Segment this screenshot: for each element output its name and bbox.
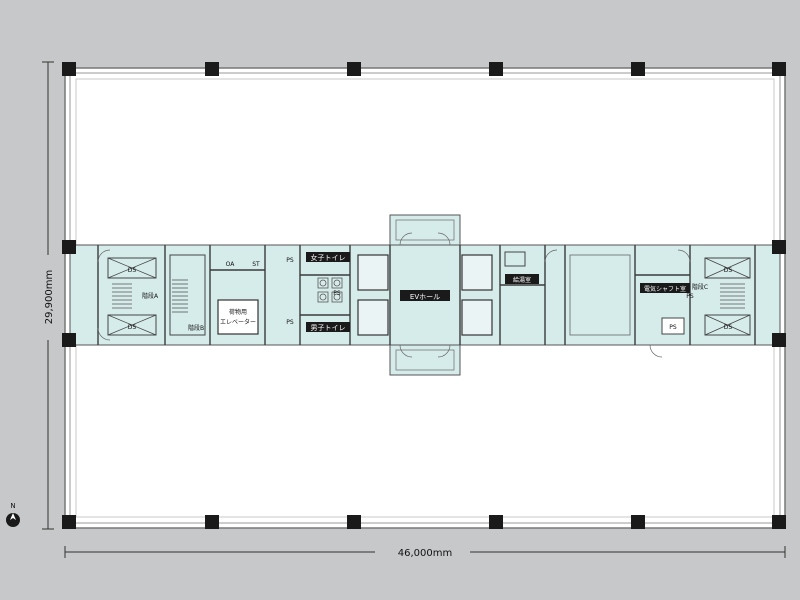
ds-box-2 <box>107 314 157 336</box>
ps-label: PS <box>333 290 341 297</box>
ev-hall-label: EVホール <box>410 293 440 301</box>
width-dimension-label: 46,000mm <box>398 548 452 559</box>
column <box>489 515 503 529</box>
ps-label: PS <box>286 257 294 264</box>
ds-box-3 <box>704 257 751 279</box>
north-arrow-icon <box>6 513 20 527</box>
stair-c-treads <box>720 283 745 309</box>
north-arrow <box>6 513 20 527</box>
ps-label: PS <box>669 324 677 331</box>
freight-elevator-car <box>217 299 259 335</box>
womens-toilet-label: 女子トイレ <box>311 253 346 262</box>
elevator-4 <box>461 299 493 336</box>
ds-label: DS <box>128 324 137 331</box>
stair-b-treads <box>169 254 206 336</box>
column <box>772 62 786 76</box>
ps-box <box>661 317 685 335</box>
ps-label: PS <box>686 293 694 300</box>
ps-label: PS <box>286 319 294 326</box>
mens-toilet-label: 男子トイレ <box>311 324 346 332</box>
elevator-2 <box>357 299 389 336</box>
column <box>347 515 361 529</box>
column <box>62 240 76 254</box>
ev-hall-south-inner <box>395 349 455 371</box>
ev-hall-north-inner <box>395 219 455 241</box>
stair-c-block <box>661 257 751 336</box>
passenger-elevators <box>357 254 493 336</box>
column <box>205 62 219 76</box>
column <box>205 515 219 529</box>
room-labels: DS DS 階段A 階段B OA ST 荷物用 エレベーター PS PS PS … <box>128 257 733 332</box>
ds-label: DS <box>128 267 137 274</box>
stair-b-label: 階段B <box>188 324 204 332</box>
column <box>631 62 645 76</box>
stair-a-block <box>107 257 157 336</box>
stair-a-treads <box>112 283 132 309</box>
service-room <box>569 254 631 336</box>
columns <box>62 62 786 529</box>
column <box>772 515 786 529</box>
kitchenette-label: 給湯室 <box>513 276 531 284</box>
elevator-3 <box>461 254 493 291</box>
height-dimension-label: 29,900mm <box>44 270 55 324</box>
column <box>772 333 786 347</box>
door-swings <box>97 232 691 358</box>
column <box>347 62 361 76</box>
column <box>489 62 503 76</box>
st-label: ST <box>252 261 260 268</box>
stair-c-label: 階段C <box>692 283 708 291</box>
freight-elevator-label-2: エレベーター <box>220 318 256 326</box>
oa-label: OA <box>226 261 236 268</box>
electrical-shaft-label: 電気シャフト室 <box>644 285 686 293</box>
column <box>772 240 786 254</box>
elevator-1 <box>357 254 389 291</box>
room-tags: 女子トイレ 男子トイレ EVホール 給湯室 電気シャフト室 <box>306 252 690 332</box>
column <box>62 333 76 347</box>
stair-a-label: 階段A <box>142 292 159 300</box>
toilet-fixtures <box>317 277 343 303</box>
freight-elevator-label-1: 荷物用 <box>229 308 247 316</box>
ds-box-4 <box>704 314 751 336</box>
column <box>62 62 76 76</box>
column <box>631 515 645 529</box>
dimension-lines <box>42 61 786 558</box>
ds-box-1 <box>107 257 157 279</box>
column <box>62 515 76 529</box>
ds-label: DS <box>724 324 733 331</box>
kitchenette-counter <box>504 251 526 267</box>
ds-label: DS <box>724 267 733 274</box>
north-letter: N <box>10 502 15 510</box>
